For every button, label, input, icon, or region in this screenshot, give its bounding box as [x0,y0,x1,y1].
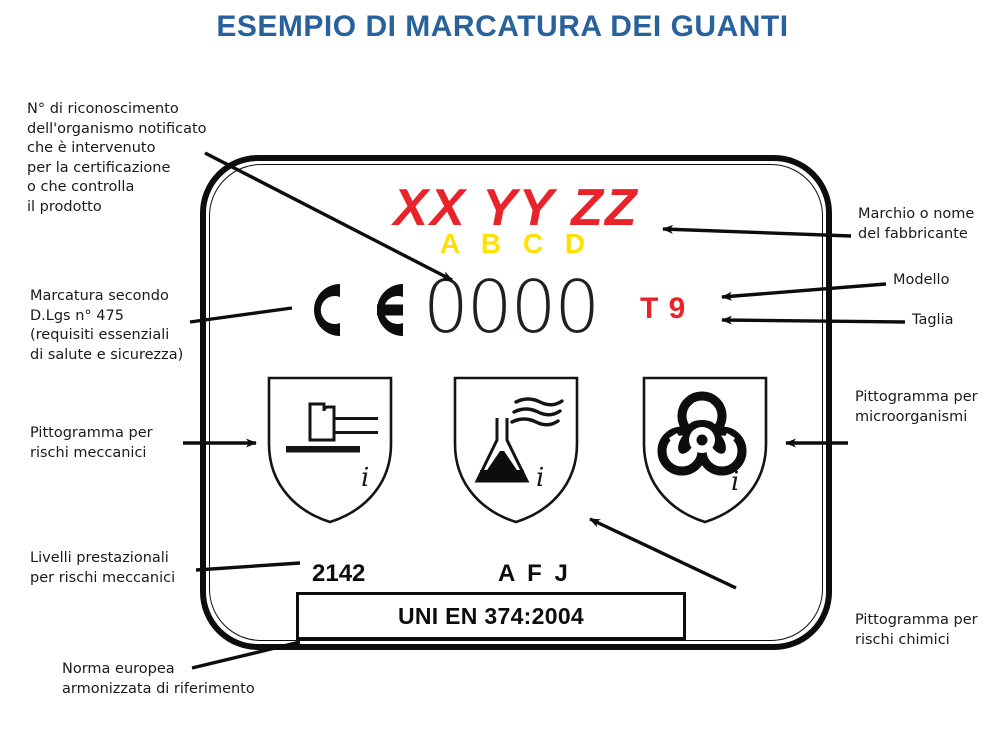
annotation-model: Modello [893,272,950,288]
annotation-manufacturer: Marchio o nome del fabbricante [858,206,975,242]
standard-reference-box: UNI EN 374:2004 [296,592,686,640]
model-code-text: A B C D [439,228,593,259]
annotation-notified-body: N° di riconoscimento dell'organismo noti… [27,101,207,215]
annotation-mechanical-pictogram: Pittogramma per rischi meccanici [30,425,153,461]
ce-marking-row: 0000 [295,269,625,347]
annotation-chemical-pictogram: Pittogramma per rischi chimici [855,612,978,648]
annotation-ce-marking: Marcatura secondo D.Lgs n° 475 (requisit… [30,288,184,363]
glove-size-text: T 9 [640,292,687,325]
shield-chemical-flask-hazard-icon: i [450,374,582,526]
chemical-performance-levels: A F J [498,560,571,587]
ce-conformity-mark-icon [295,279,413,341]
annotation-size: Taglia [912,312,954,328]
svg-text:i: i [361,463,369,493]
svg-text:i: i [536,463,544,493]
annotation-microorganism-pictogram: Pittogramma per microorganismi [855,389,978,425]
notified-body-number: 0000 [423,265,600,349]
mechanical-performance-levels: 2142 [312,560,366,587]
shield-mechanical-hazard-icon: i [264,374,396,526]
svg-text:i: i [731,467,739,497]
page-title: ESEMPIO DI MARCATURA DEI GUANTI [216,10,789,43]
standard-reference-text: UNI EN 374:2004 [397,602,585,629]
shield-biohazard-icon: i [639,374,771,526]
annotation-mechanical-levels: Livelli prestazionali per rischi meccani… [30,550,176,586]
annotation-european-norm: Norma europea armonizzata di riferimento [62,661,255,697]
